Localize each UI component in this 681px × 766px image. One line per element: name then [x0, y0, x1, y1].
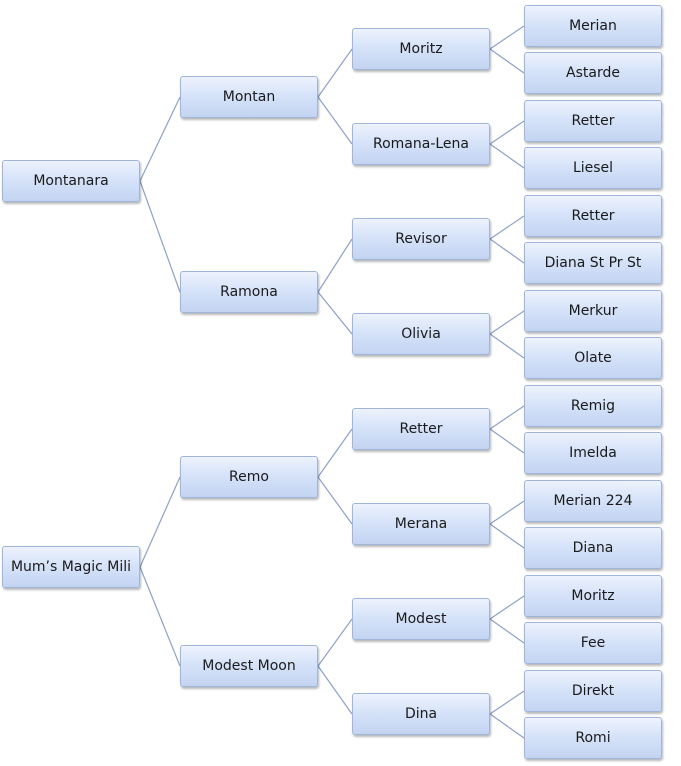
connector-line: [139, 476, 181, 568]
connector-line: [489, 405, 525, 430]
parent-node-montan: Montan: [180, 76, 318, 118]
grandparent-node-revisor: Revisor: [352, 218, 490, 260]
ancestor-node-direkt: Direkt: [524, 670, 662, 712]
connector-line: [489, 500, 525, 525]
grandparent-node-olivia: Olivia: [352, 313, 490, 355]
connector-line: [139, 180, 181, 293]
connector-line: [489, 25, 525, 50]
subject-node-mums-magic-mili: Mum’s Magic Mili: [2, 546, 140, 588]
ancestor-node-moritz: Moritz: [524, 575, 662, 617]
ancestor-node-remig: Remig: [524, 385, 662, 427]
connector-line: [489, 143, 525, 169]
ancestor-node-romi: Romi: [524, 717, 662, 759]
ancestor-node-astarde: Astarde: [524, 52, 662, 94]
connector-line: [317, 238, 353, 293]
ancestor-node-retter: Retter: [524, 100, 662, 142]
grandparent-node-retter: Retter: [352, 408, 490, 450]
grandparent-node-dina: Dina: [352, 693, 490, 735]
connector-line: [489, 120, 525, 145]
ancestor-node-liesel: Liesel: [524, 147, 662, 189]
connector-line: [139, 96, 181, 182]
connector-line: [489, 428, 525, 454]
ancestor-node-retter: Retter: [524, 195, 662, 237]
subject-node-montanara: Montanara: [2, 160, 140, 202]
connector-line: [317, 428, 353, 478]
connector-line: [489, 215, 525, 240]
ancestor-node-diana-st-pr-st: Diana St Pr St: [524, 242, 662, 284]
ancestor-node-merian-224: Merian 224: [524, 480, 662, 522]
grandparent-node-modest: Modest: [352, 598, 490, 640]
parent-node-ramona: Ramona: [180, 271, 318, 313]
ancestor-node-diana: Diana: [524, 527, 662, 569]
connector-line: [139, 566, 181, 667]
connector-line: [317, 48, 353, 98]
ancestor-node-merkur: Merkur: [524, 290, 662, 332]
connector-line: [317, 618, 353, 667]
connector-line: [317, 96, 353, 145]
ancestor-node-imelda: Imelda: [524, 432, 662, 474]
connector-line: [489, 310, 525, 335]
connector-line: [489, 713, 525, 739]
connector-line: [489, 523, 525, 549]
parent-node-remo: Remo: [180, 456, 318, 498]
connector-line: [317, 291, 353, 335]
parent-node-modest-moon: Modest Moon: [180, 645, 318, 687]
grandparent-node-moritz: Moritz: [352, 28, 490, 70]
grandparent-node-romana-lena: Romana-Lena: [352, 123, 490, 165]
connector-line: [317, 665, 353, 715]
ancestor-node-fee: Fee: [524, 622, 662, 664]
ancestor-node-merian: Merian: [524, 5, 662, 47]
connector-line: [489, 333, 525, 359]
connector-line: [317, 476, 353, 525]
connector-line: [489, 595, 525, 620]
connector-line: [489, 690, 525, 715]
connector-line: [489, 238, 525, 264]
connector-line: [489, 48, 525, 74]
grandparent-node-merana: Merana: [352, 503, 490, 545]
ancestor-node-olate: Olate: [524, 337, 662, 379]
connector-line: [489, 618, 525, 644]
